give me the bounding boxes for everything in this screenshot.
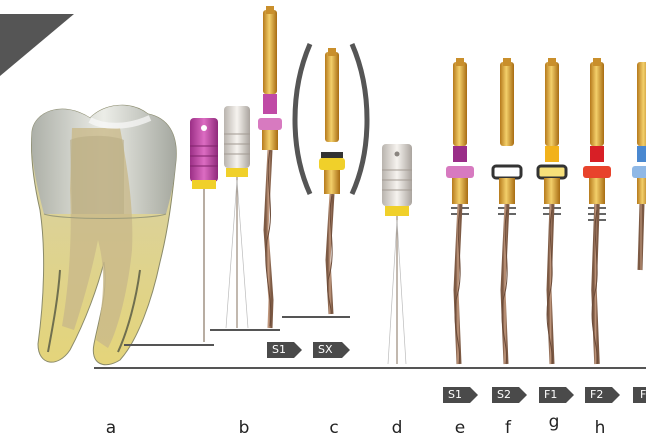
rotary-file-s2 — [493, 58, 521, 364]
rotary-file-s1 — [446, 58, 474, 364]
panel-letter-b: b — [234, 418, 254, 438]
corner-triangle — [0, 14, 74, 76]
panel-letter-f: f — [498, 418, 518, 438]
open-parenthesis — [295, 44, 310, 194]
panel-letter-d: d — [387, 418, 407, 438]
panel-letter-c: c — [324, 418, 344, 438]
tooth-illustration — [31, 105, 176, 364]
panel-letter-a: a — [101, 418, 121, 438]
rotary-file-clipped — [632, 62, 646, 270]
hand-file-magenta — [190, 118, 218, 342]
rotary-file-f2 — [583, 58, 611, 364]
close-parenthesis — [352, 44, 367, 194]
panel-letter-h: h — [590, 418, 610, 438]
rotary-file-f1 — [538, 58, 566, 364]
panel-letter-e: e — [450, 418, 470, 438]
rotary-file-s1-b — [258, 6, 282, 328]
tag-clipped: F — [633, 387, 646, 403]
panel-letter-g: g — [544, 412, 564, 432]
hand-file-d — [382, 144, 412, 364]
rotary-file-sx — [319, 48, 345, 314]
hand-file-white — [224, 106, 250, 328]
